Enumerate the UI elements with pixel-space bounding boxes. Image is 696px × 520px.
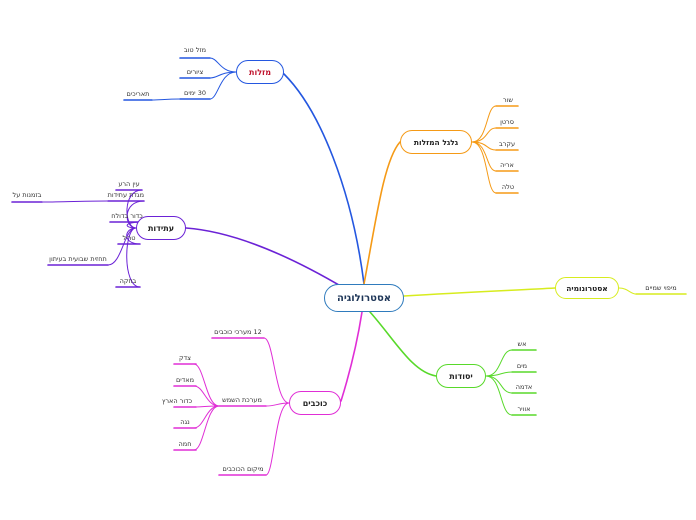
leaf-noga[interactable]: נגה [180, 418, 190, 426]
leaf-sartan[interactable]: סרטן [500, 118, 514, 126]
branch-galgal[interactable]: גלגל המזלות [400, 130, 472, 154]
branch-astronomia-label: אסטרונומיה [566, 283, 608, 293]
leaf-esh[interactable]: אש [517, 340, 527, 348]
branch-atidot[interactable]: עתידות [136, 216, 186, 240]
leaf-maarechet-hashemesh[interactable]: מערכת השמש [222, 396, 262, 404]
leaf-tachazit-shvuit[interactable]: תחזית שבועית בעיתון [49, 255, 107, 263]
link-leaf-mikum [265, 402, 290, 476]
leaf-magedet-atidot[interactable]: מגדת עתידות [107, 191, 144, 199]
trunk-mazalot [283, 73, 365, 285]
branch-yesodot[interactable]: יסודות [436, 364, 486, 388]
link-bezmanot [41, 200, 109, 203]
root-node[interactable]: אסטרולוגיה [324, 284, 404, 312]
link-leaf-maarechet [265, 402, 290, 407]
leaf-mipui-shamaim[interactable]: מיפוי שמיים [645, 284, 677, 292]
leaf-taarichim[interactable]: תאריכים [126, 90, 150, 98]
leaf-arie[interactable]: אריה [500, 161, 514, 169]
leaf-mazal-tov[interactable]: מזל טוב [183, 46, 207, 54]
leaf-30-yamim[interactable]: 30 ימים [184, 89, 206, 97]
link-yesodot-0 [485, 349, 513, 377]
branch-galgal-label: גלגל המזלות [413, 137, 459, 147]
leaf-akrav[interactable]: עקרב [498, 140, 516, 148]
leaf-12-maarachei[interactable]: 12 מערכי כוכבים [214, 328, 262, 336]
link-yesodot-3 [485, 375, 513, 416]
branch-yesodot-label: יסודות [449, 371, 473, 381]
leaf-mayim[interactable]: מים [516, 362, 528, 370]
link-leaf-taarichim [151, 98, 181, 101]
leaf-avir[interactable]: אוויר [517, 405, 531, 413]
leaf-chama[interactable]: חמה [178, 440, 192, 448]
branch-mazalot-label: מזלות [248, 67, 272, 77]
link-planet-0 [193, 363, 220, 407]
leaf-tziyurim[interactable]: ציורים [186, 68, 204, 76]
leaf-mikum-hakochavim[interactable]: מיקום הכוכבים [222, 465, 264, 473]
branch-kochavim-label: כוכבים [302, 398, 328, 408]
branch-atidot-label: עתידות [147, 223, 175, 233]
link-leaf-mipui-shamaim [618, 287, 637, 295]
leaf-tale[interactable]: טלה [501, 183, 515, 191]
branch-astronomia[interactable]: אסטרונומיה [555, 277, 619, 299]
trunk-kochavim [340, 311, 363, 402]
trunk-atidot [185, 227, 345, 289]
trunk-astronomia [403, 287, 556, 297]
leaf-shor[interactable]: שור [502, 96, 514, 104]
link-planet-4 [193, 405, 220, 451]
leaf-kadur-bedolach[interactable]: כדור בדולח [111, 212, 143, 220]
leaf-buzika[interactable]: בוזקה [119, 277, 137, 285]
leaf-kadur-haaretz[interactable]: כדור הארץ [161, 397, 193, 405]
branch-kochavim[interactable]: כוכבים [289, 391, 341, 415]
leaf-maadim[interactable]: מאדים [175, 376, 195, 384]
link-buzika [126, 227, 141, 288]
trunk-galgal [363, 141, 401, 285]
link-yesodot-1 [485, 371, 513, 377]
link-galgal-3 [471, 141, 497, 172]
link-galgal-1 [471, 127, 497, 143]
leaf-ein-hara[interactable]: עין הרע [118, 180, 140, 188]
trunk-yesodot [369, 311, 437, 377]
branch-mazalot[interactable]: מזלות [236, 60, 284, 84]
leaf-tzedek[interactable]: צדק [178, 354, 192, 362]
leaf-adama[interactable]: אדמה [515, 383, 533, 391]
link-galgal-4 [471, 141, 497, 194]
link-galgal-0 [471, 105, 497, 143]
link-leaf-12-maarachei [263, 337, 290, 404]
link-leaf-mazal-tov [209, 57, 237, 73]
leaf-bezmanot-al[interactable]: בזמנות על [12, 191, 42, 199]
leaf-tril[interactable]: טריל [122, 234, 136, 242]
root-label: אסטרולוגיה [336, 292, 392, 304]
link-leaf-30-yamim [209, 71, 237, 100]
